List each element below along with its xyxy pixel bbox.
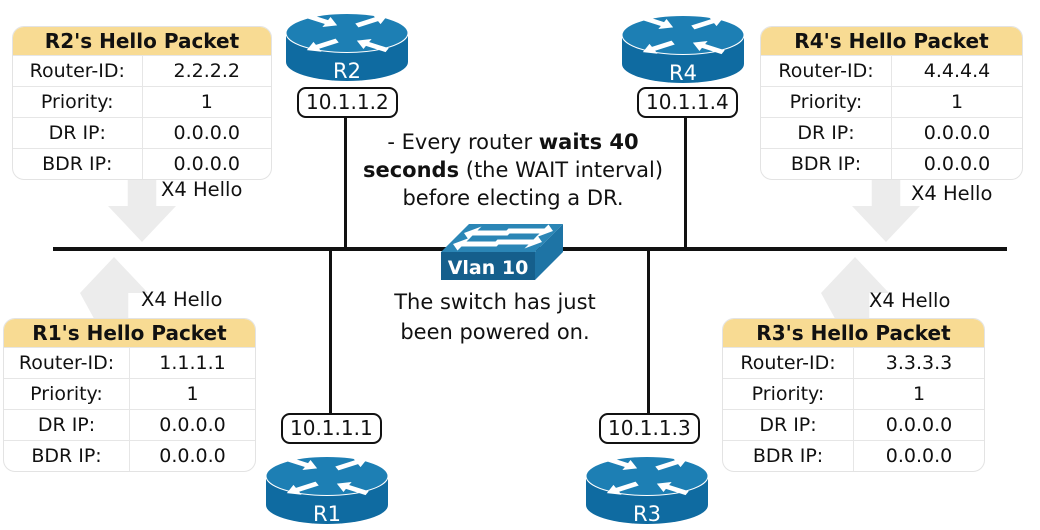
table-row: BDR IP: 0.0.0.0 (723, 440, 984, 471)
switch-label: Vlan 10 (448, 257, 529, 279)
row-label: Priority: (13, 87, 143, 117)
row-value: 1 (912, 383, 926, 405)
row-label: DR IP: (13, 118, 143, 148)
x4-hello-label-r1: X4 Hello (141, 288, 223, 311)
wait-interval-note: - Every router waits 40 seconds (the WAI… (343, 128, 683, 212)
router-name: R3 (633, 502, 661, 526)
r3-hello-packet-table: R3's Hello Packet Router-ID: 3.3.3.3 Prio… (722, 318, 985, 472)
table-row: DR IP: 0.0.0.0 (13, 117, 271, 148)
r1-router-icon: R1 (264, 448, 390, 530)
wait-note-line3: before electing a DR. (402, 186, 624, 210)
row-label: Router-ID: (4, 348, 130, 378)
row-label: Router-ID: (13, 56, 143, 86)
switch-powered-note: The switch has just been powered on. (345, 287, 645, 347)
row-label: Priority: (761, 87, 892, 117)
x4-hello-label-r2: X4 Hello (161, 178, 243, 201)
row-value: 3.3.3.3 (885, 352, 953, 374)
row-value: 0.0.0.0 (159, 414, 226, 436)
link-r4-to-bus (684, 112, 687, 250)
x4-hello-label-r3: X4 Hello (869, 289, 951, 312)
row-value: 0.0.0.0 (885, 445, 953, 467)
router-name: R4 (669, 61, 697, 85)
r1-hello-packet-table: R1's Hello Packet Router-ID: 1.1.1.1 Prio… (3, 318, 256, 472)
table-row: Priority: 1 (761, 86, 1022, 117)
link-r1-to-bus (329, 251, 332, 417)
link-r2-to-bus (344, 112, 347, 250)
table-row: Priority: 1 (723, 378, 984, 409)
hello-flow-down-arrow-r4 (852, 170, 920, 242)
switch-note-line2: been powered on. (400, 320, 590, 344)
row-label: DR IP: (761, 118, 892, 148)
row-label: Priority: (4, 379, 130, 409)
table-row: DR IP: 0.0.0.0 (723, 409, 984, 440)
table-row: BDR IP: 0.0.0.0 (4, 440, 255, 471)
row-label: BDR IP: (4, 441, 130, 471)
table-row: Router-ID: 2.2.2.2 (13, 55, 271, 86)
x4-hello-label-r4: X4 Hello (911, 182, 993, 205)
table-row: Router-ID: 4.4.4.4 (761, 55, 1022, 86)
table-title: R4's Hello Packet (761, 27, 1022, 55)
table-row: Priority: 1 (4, 378, 255, 409)
row-value: 0.0.0.0 (173, 153, 240, 175)
row-value: 0.0.0.0 (159, 445, 226, 467)
r3-ip-label: 10.1.1.3 (599, 413, 700, 444)
wait-note-line2: seconds (the WAIT interval) (362, 158, 664, 182)
table-title: R3's Hello Packet (723, 319, 984, 347)
link-r3-to-bus (647, 251, 650, 417)
row-label: DR IP: (4, 410, 130, 440)
row-value: 0.0.0.0 (923, 153, 991, 175)
r2-router-icon: R2 (284, 5, 410, 89)
row-value: 1 (186, 383, 199, 405)
row-value: 2.2.2.2 (173, 60, 240, 82)
wait-note-line1: - Every router waits 40 (387, 130, 639, 154)
r2-hello-packet-table: R2's Hello Packet Router-ID: 2.2.2.2 Prio… (12, 26, 272, 180)
row-label: Priority: (723, 379, 854, 409)
row-value: 1 (950, 91, 964, 113)
switch-note-line1: The switch has just (394, 290, 596, 314)
r2-ip-label: 10.1.1.2 (297, 87, 398, 118)
row-label: BDR IP: (761, 149, 892, 179)
row-label: Router-ID: (723, 348, 854, 378)
table-row: DR IP: 0.0.0.0 (4, 409, 255, 440)
table-row: DR IP: 0.0.0.0 (761, 117, 1022, 148)
table-row: BDR IP: 0.0.0.0 (761, 148, 1022, 179)
r1-ip-label: 10.1.1.1 (281, 413, 382, 444)
r4-hello-packet-table: R4's Hello Packet Router-ID: 4.4.4.4 Prio… (760, 26, 1023, 180)
router-name: R2 (333, 59, 361, 83)
table-title: R1's Hello Packet (4, 319, 255, 347)
table-title: R2's Hello Packet (13, 27, 271, 55)
router-name: R1 (313, 502, 341, 526)
vlan10-switch-icon: Vlan 10 (435, 220, 575, 286)
row-value: 0.0.0.0 (923, 122, 991, 144)
row-value: 4.4.4.4 (923, 60, 991, 82)
row-value: 1 (200, 91, 213, 113)
r4-router-icon: R4 (620, 7, 746, 91)
row-label: Router-ID: (761, 56, 892, 86)
row-label: BDR IP: (723, 441, 854, 471)
row-label: DR IP: (723, 410, 854, 440)
r4-ip-label: 10.1.1.4 (637, 87, 738, 118)
row-value: 0.0.0.0 (173, 122, 240, 144)
row-value: 0.0.0.0 (885, 414, 953, 436)
table-row: Router-ID: 1.1.1.1 (4, 347, 255, 378)
table-row: BDR IP: 0.0.0.0 (13, 148, 271, 179)
table-row: Priority: 1 (13, 86, 271, 117)
r3-router-icon: R3 (584, 448, 710, 530)
table-row: Router-ID: 3.3.3.3 (723, 347, 984, 378)
row-value: 1.1.1.1 (159, 352, 226, 374)
row-label: BDR IP: (13, 149, 143, 179)
